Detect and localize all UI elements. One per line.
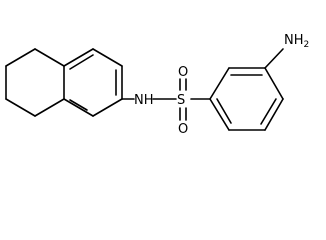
structure-diagram: NH S O O NH2: [5, 33, 309, 137]
amine-h: H: [294, 33, 304, 48]
amine-subscript: 2: [304, 40, 310, 50]
bond-c1-c2: [5, 48, 36, 67]
bond-c3-c4: [5, 98, 36, 117]
bond-r3-r4: [264, 67, 284, 100]
bond-c8a-c8: [63, 48, 94, 67]
bond-c6-c5: [92, 98, 123, 117]
bond-c8-c7: [92, 48, 123, 67]
aromatic-ring-left: [63, 48, 123, 117]
double-bond-inner-3: [69, 99, 88, 111]
bond-r6-r1: [209, 98, 230, 131]
oxygen-bottom-label: O: [178, 122, 188, 137]
chemical-structure-canvas: NH S O O NH2: [5, 33, 310, 137]
double-bond-inner-1: [69, 54, 94, 70]
bond-r4-r5: [264, 98, 284, 131]
sulfonamide-nh-label: NH: [134, 93, 154, 108]
oxygen-top-label: O: [178, 65, 188, 80]
double-bond-inner-5: [260, 98, 277, 125]
saturated-ring: [5, 48, 65, 117]
bond-c8a-c1: [34, 48, 65, 67]
bond-c4-c4a: [34, 98, 65, 117]
amine-label: NH2: [284, 33, 309, 50]
bond-r1-r2: [209, 67, 230, 100]
double-bond-inner-6: [216, 98, 232, 124]
bond-r3-nh2: [264, 48, 284, 69]
bond-c5-c4a: [63, 98, 94, 117]
aromatic-ring-right: [209, 67, 284, 131]
sulfur-label: S: [177, 93, 185, 108]
amine-n: N: [284, 33, 294, 48]
